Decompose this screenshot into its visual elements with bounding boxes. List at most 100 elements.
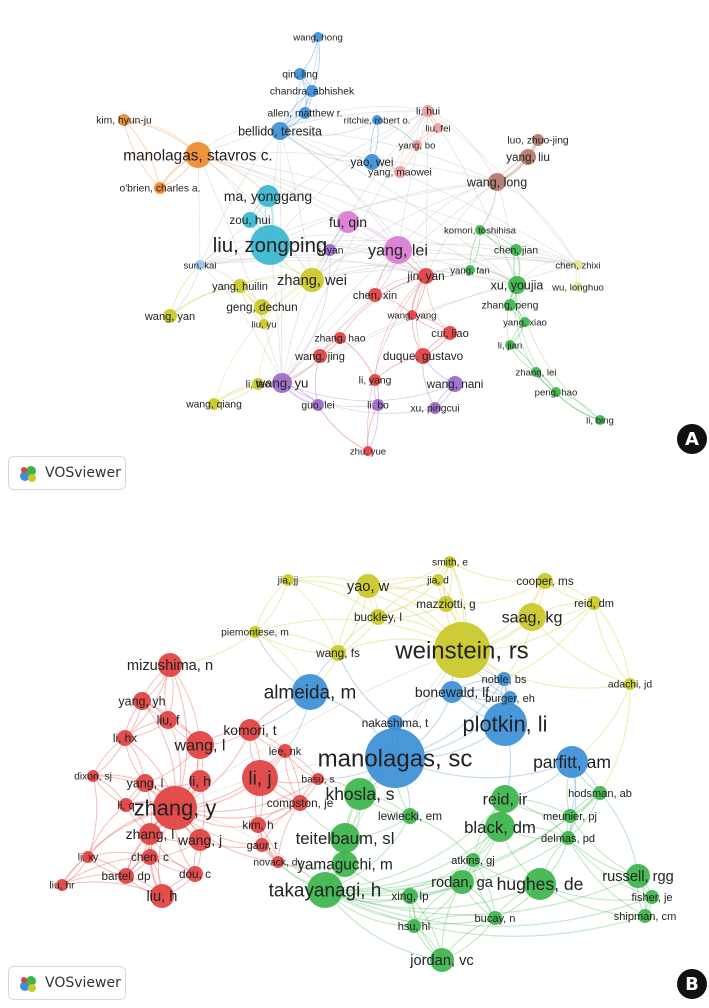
node-zhang-hao[interactable] <box>334 332 346 344</box>
node-yang-l[interactable] <box>136 774 154 792</box>
node-jordan-vc[interactable] <box>430 948 454 972</box>
node-hughes-de[interactable] <box>524 868 556 900</box>
node-zhang-peng[interactable] <box>504 299 516 311</box>
node-wu-longhuo[interactable] <box>573 282 583 292</box>
node-peng-hao[interactable] <box>551 387 561 397</box>
node-bucay-n[interactable] <box>488 911 502 925</box>
node-li-xy[interactable] <box>82 851 94 863</box>
node-xu-pingcui[interactable] <box>429 402 441 414</box>
node-yamaguchi-m[interactable] <box>332 851 358 877</box>
node-yang-xiao[interactable] <box>520 317 530 327</box>
node-delmas-pd[interactable] <box>561 831 575 845</box>
node-li-yang[interactable] <box>369 374 381 386</box>
node-chen-zhixi[interactable] <box>573 260 583 270</box>
node-liu-fei[interactable] <box>433 123 443 133</box>
node-rodan-ga[interactable] <box>450 870 474 894</box>
node-qin-ling[interactable] <box>294 68 306 80</box>
node-hodsman-ab[interactable] <box>593 786 607 800</box>
node-burger-eh[interactable] <box>503 691 517 705</box>
node-yang-maowei[interactable] <box>394 166 406 178</box>
node-zou-hui[interactable] <box>242 212 258 228</box>
node-saag-kg[interactable] <box>518 603 546 631</box>
node-wang-long[interactable] <box>488 173 506 191</box>
node-duque-gustavo[interactable] <box>415 348 431 364</box>
node-weinstein-rs[interactable] <box>434 622 490 678</box>
node-compston-je[interactable] <box>292 795 308 811</box>
node-zhang-wei[interactable] <box>300 268 324 292</box>
node-russell-rgg[interactable] <box>626 864 650 888</box>
node-xu-youjia[interactable] <box>508 276 526 294</box>
node-wang-j[interactable] <box>189 829 211 851</box>
node-wang-qiang[interactable] <box>208 398 220 410</box>
node-kim-h[interactable] <box>250 817 266 833</box>
node-luo-zhuo-jing[interactable] <box>532 134 544 146</box>
node-lee-nk[interactable] <box>278 744 292 758</box>
node-wang-l[interactable] <box>186 731 214 759</box>
node-komori-t[interactable] <box>239 719 261 741</box>
node-wang-hong[interactable] <box>313 32 323 42</box>
node-yang-fan[interactable] <box>465 265 475 275</box>
node-yang-bo[interactable] <box>412 140 422 150</box>
node-zhang-l[interactable] <box>139 823 161 845</box>
node-liu-zongping[interactable] <box>250 225 290 265</box>
node-takayanagi-h[interactable] <box>307 872 343 908</box>
node-li-tao[interactable] <box>252 378 264 390</box>
node-yang-yh[interactable] <box>133 692 151 710</box>
node-li-hx[interactable] <box>117 730 133 746</box>
node-li-j[interactable] <box>242 760 278 796</box>
node-atkins-gj[interactable] <box>466 853 480 867</box>
node-komori-toshihisa[interactable] <box>475 225 485 235</box>
node-novack-dv[interactable] <box>272 856 284 868</box>
node-liu-f[interactable] <box>159 711 177 729</box>
node-khosla-s[interactable] <box>344 778 376 810</box>
node-black-dm[interactable] <box>485 812 515 842</box>
node-bonewald-lf[interactable] <box>441 681 463 703</box>
node-zhang-y[interactable] <box>153 786 197 830</box>
node-wang-yang[interactable] <box>407 310 417 320</box>
node-chen-xin[interactable] <box>368 288 382 302</box>
node-noble-bs[interactable] <box>497 672 511 686</box>
node-yao-wei[interactable] <box>364 154 380 170</box>
node-reid-ir[interactable] <box>491 785 519 813</box>
node-chen-jian[interactable] <box>510 244 522 256</box>
node-bartel-dp[interactable] <box>118 868 134 884</box>
node-o-brien-charles-a[interactable] <box>154 182 166 194</box>
node-jia-jj[interactable] <box>282 574 294 586</box>
node-chandra-abhishek[interactable] <box>306 85 318 97</box>
node-yang-lei[interactable] <box>384 236 412 264</box>
node-zhang-lei[interactable] <box>531 367 541 377</box>
node-guo-lei[interactable] <box>312 399 324 411</box>
node-wang-yu[interactable] <box>272 373 292 393</box>
node-liu-hr[interactable] <box>56 879 68 891</box>
node-teitelbaum-sl[interactable] <box>330 823 360 853</box>
node-xing-lp[interactable] <box>402 888 418 904</box>
node-wang-yan[interactable] <box>163 309 177 323</box>
node-ritchie-robert-o[interactable] <box>372 115 382 125</box>
node-piemontese-m[interactable] <box>249 626 261 638</box>
node-zhu-yue[interactable] <box>363 446 373 456</box>
node-liu-yu[interactable] <box>259 319 269 329</box>
node-almeida-m[interactable] <box>292 674 328 710</box>
node-adachi-jd[interactable] <box>624 678 636 690</box>
node-dixon-sj[interactable] <box>87 770 99 782</box>
node-li-yan[interactable] <box>324 244 336 256</box>
node-yao-w[interactable] <box>356 574 380 598</box>
node-cui-liao[interactable] <box>443 326 457 340</box>
vosviewer-badge-a[interactable]: VOSviewer <box>8 456 126 490</box>
node-ma-yonggang[interactable] <box>257 185 279 207</box>
node-geng-dechun[interactable] <box>254 299 270 315</box>
node-basu-s[interactable] <box>312 773 324 785</box>
node-dou-c[interactable] <box>187 866 203 882</box>
node-fisher-je[interactable] <box>645 890 659 904</box>
node-allen-matthew-r[interactable] <box>299 107 311 119</box>
node-kim-hyun-ju[interactable] <box>118 114 130 126</box>
node-fu-qin[interactable] <box>337 211 359 233</box>
node-plotkin-li[interactable] <box>483 702 527 746</box>
node-meunier-pj[interactable] <box>563 809 577 823</box>
node-buckley-l[interactable] <box>370 609 386 625</box>
node-cooper-ms[interactable] <box>537 573 553 589</box>
node-shipman-cm[interactable] <box>638 909 652 923</box>
node-jia-d[interactable] <box>432 574 444 586</box>
node-wang-nani[interactable] <box>447 376 463 392</box>
node-smith-e[interactable] <box>444 556 456 568</box>
